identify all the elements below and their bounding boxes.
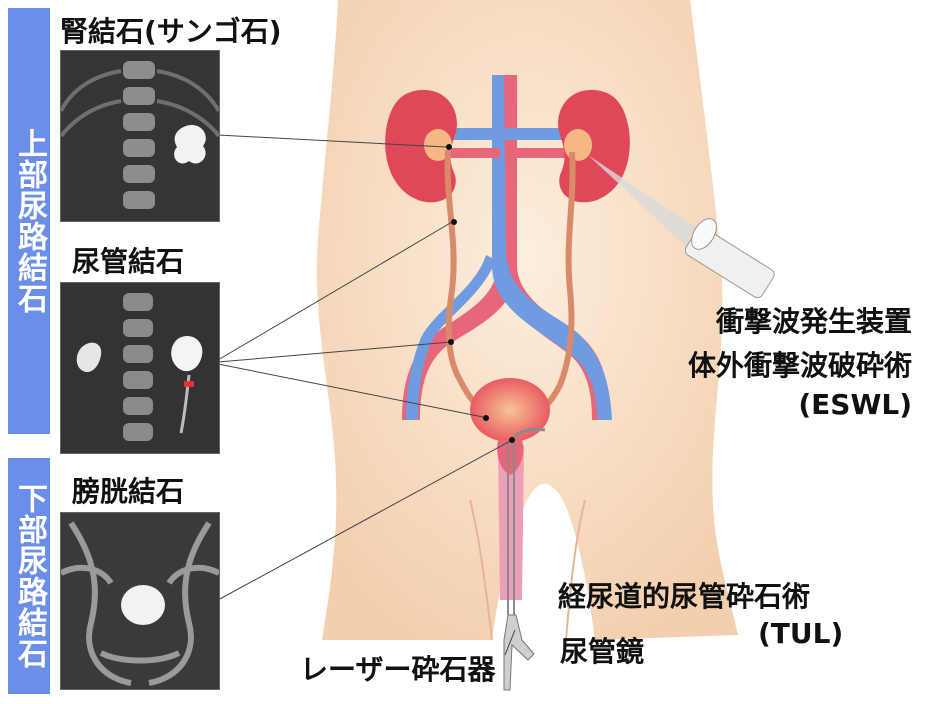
stone-marker-ureter-upper [451, 219, 457, 225]
kidney-stone-label: 腎結石(サンゴ石) [60, 10, 282, 50]
bladder-stone-label: 膀胱結石 [72, 470, 184, 510]
eswl-device-label: 衝撃波発生装置 [716, 300, 912, 340]
ureteroscope-label: 尿管鏡 [560, 630, 644, 670]
eswl-name-label: 体外衝撃波破砕術 [688, 344, 912, 384]
stone-marker-ureter-middle [448, 339, 454, 345]
renal-artery-right [510, 148, 570, 158]
stone-marker-bladder [509, 437, 515, 443]
kidney-right-pelvis [564, 129, 592, 161]
upper-urinary-stones-label: 上部尿路結石 [7, 128, 51, 314]
upper-urinary-stones-bar: 上部尿路結石 [8, 8, 50, 434]
bladder-stone-xray [60, 512, 220, 690]
lower-urinary-stones-label: 下部尿路結石 [7, 483, 51, 669]
tul-abbr-label: (TUL) [758, 617, 843, 650]
stone-marker-kidney [446, 144, 452, 150]
ureteroscope-handle [504, 615, 534, 690]
ureter-stone-xray [60, 282, 220, 454]
lower-urinary-stones-bar: 下部尿路結石 [8, 458, 50, 694]
tul-name-label: 経尿道的尿管砕石術 [558, 575, 810, 615]
stone-marker-ureter-lower [483, 415, 489, 421]
laser-lithotripter-label: レーザー砕石器 [300, 648, 495, 688]
kidney-stone-xray [60, 50, 220, 222]
eswl-abbr-label: (ESWL) [798, 388, 912, 421]
ureter-stone-label: 尿管結石 [72, 240, 184, 280]
bladder [470, 378, 550, 442]
